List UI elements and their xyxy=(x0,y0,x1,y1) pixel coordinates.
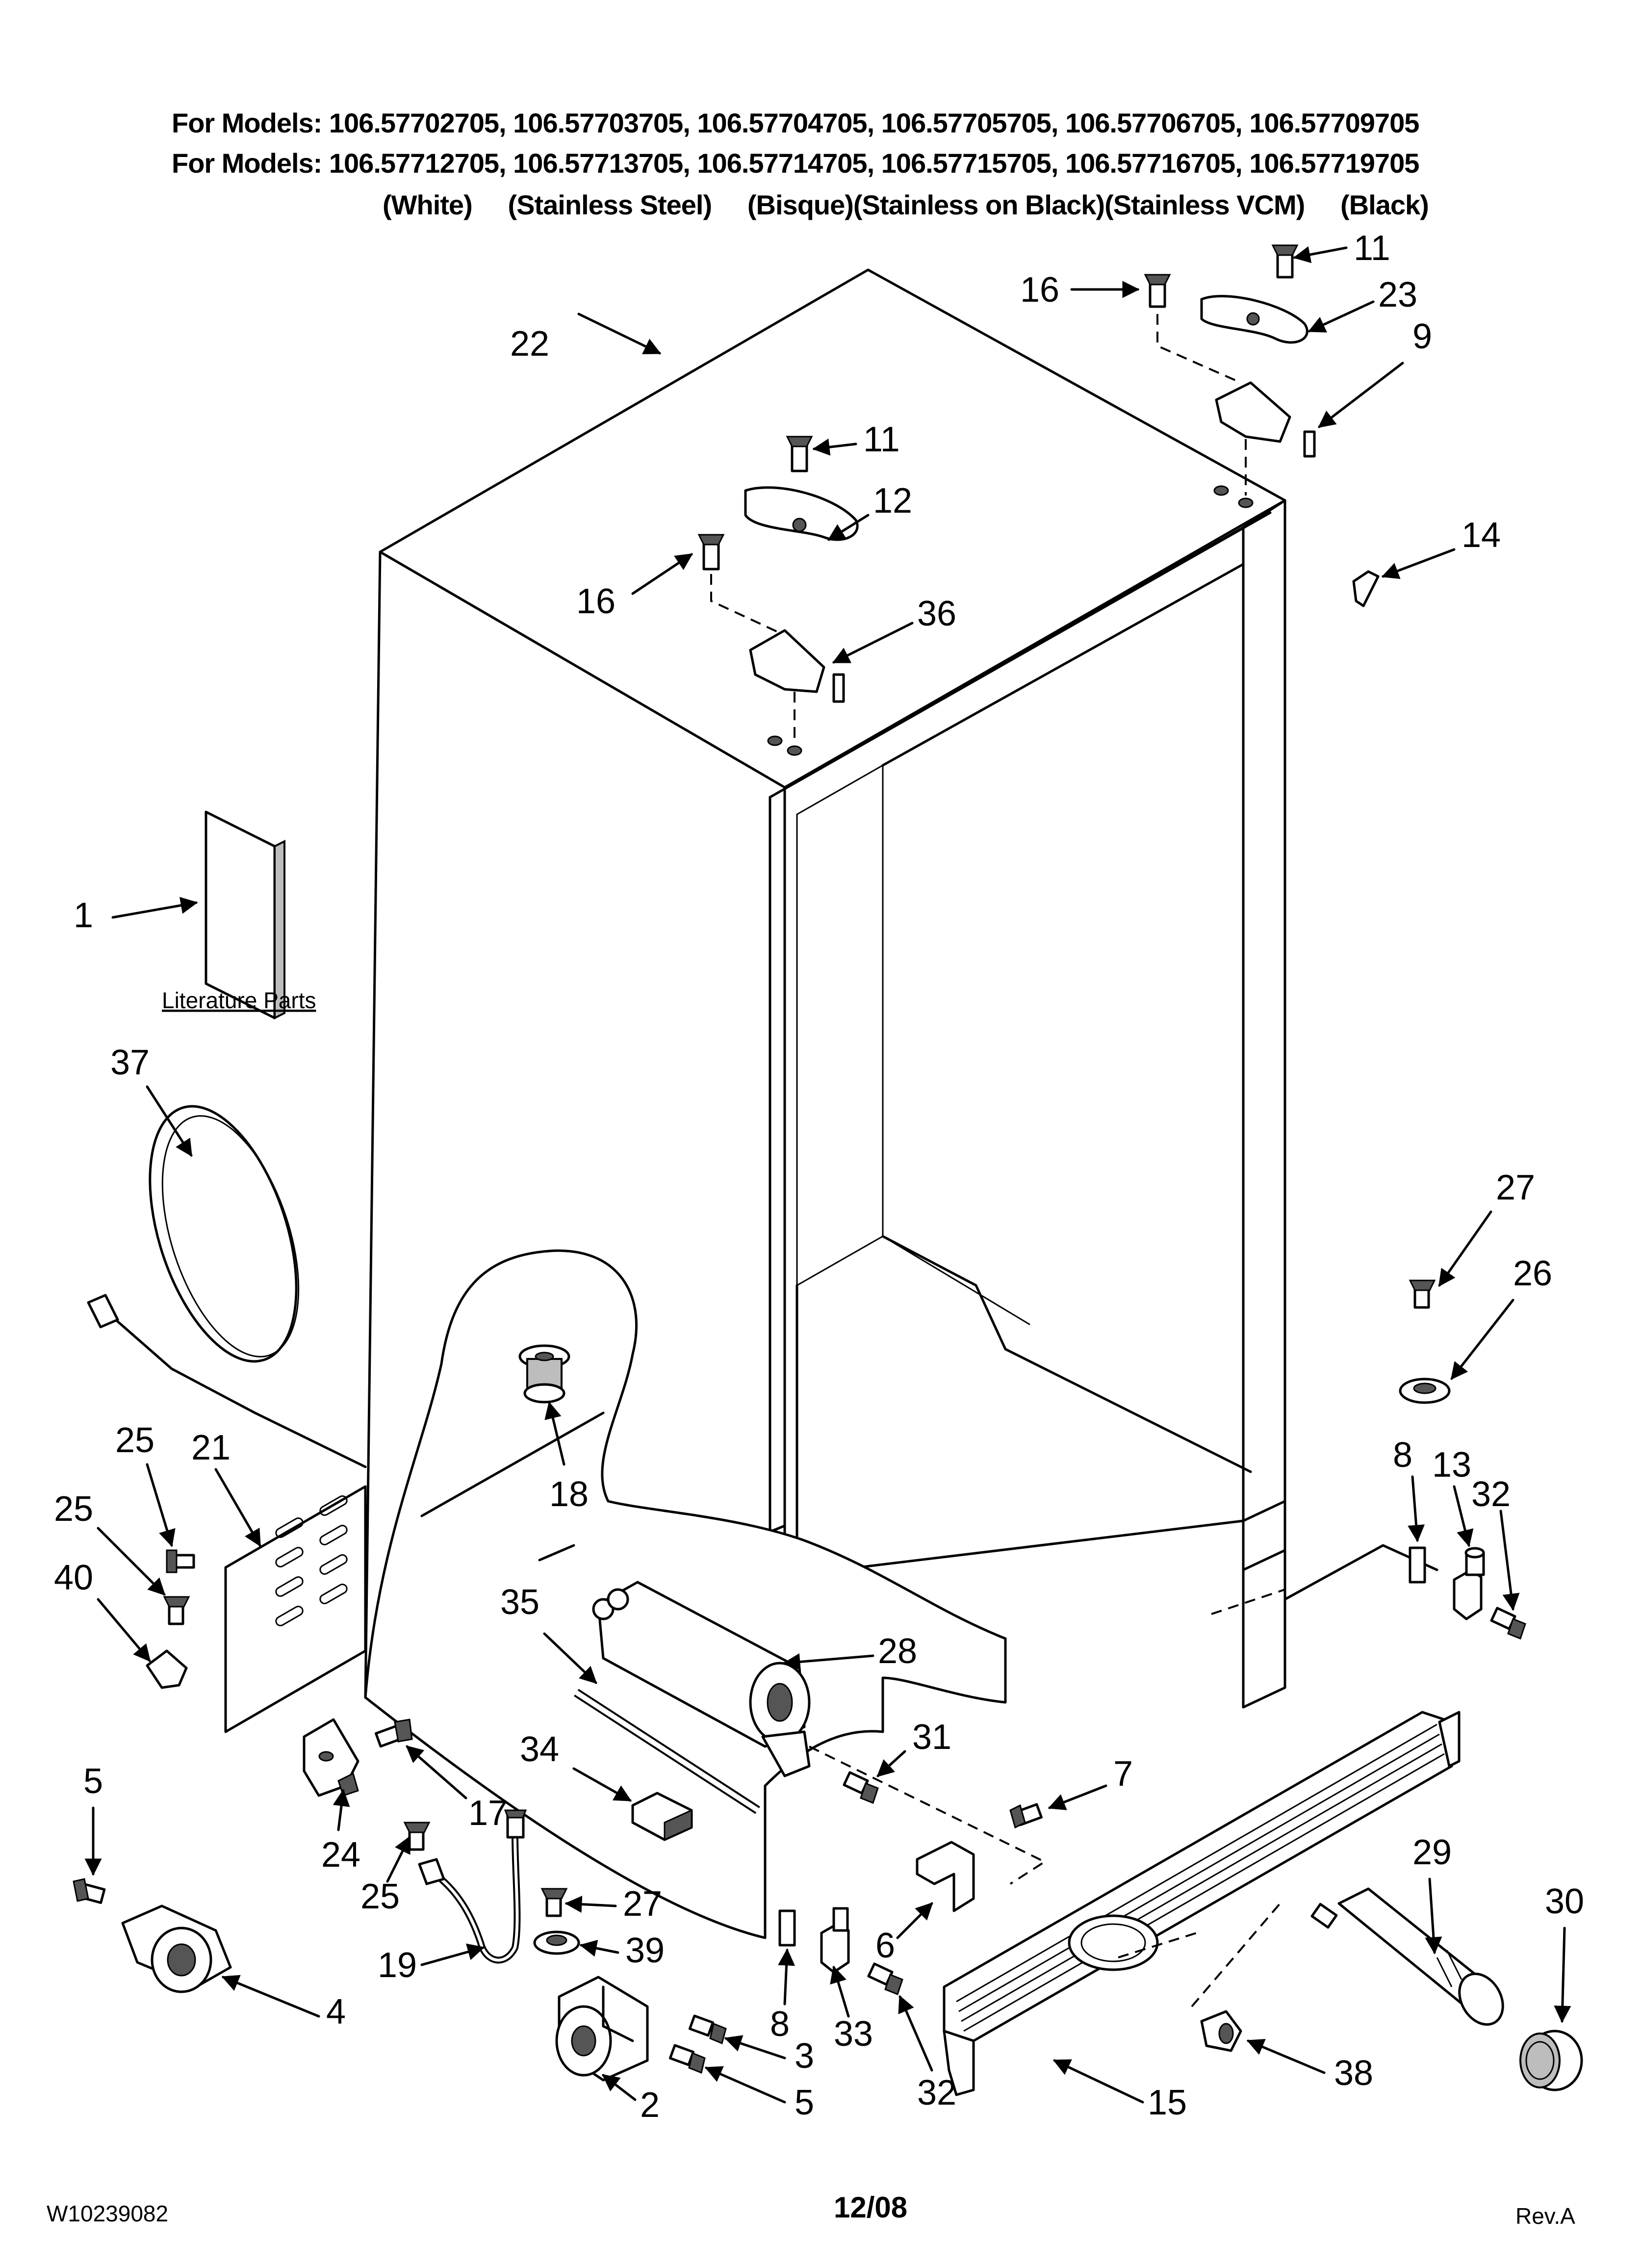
finish-colors-line: (White) (Stainless Steel) (Bisque)(Stain… xyxy=(383,189,1429,220)
callouts: 1 Literature Parts 22 16 11 23 9 11 12 1… xyxy=(54,229,1584,2125)
callout-18: 18 xyxy=(549,1475,589,1514)
callout-15: 15 xyxy=(1148,2083,1187,2122)
models-line-2: For Models: 106.57712705, 106.57713705, … xyxy=(172,148,1419,179)
floor-cutaway xyxy=(364,1249,1007,1939)
top-hinge-right xyxy=(1144,244,1316,508)
callout-38: 38 xyxy=(1334,2054,1373,2093)
callout-24: 24 xyxy=(321,1835,360,1875)
water-line xyxy=(418,1809,527,1964)
water-tubing-coil xyxy=(87,1105,367,1468)
callout-17: 17 xyxy=(468,1794,508,1833)
callout-3: 3 xyxy=(795,2036,814,2076)
callout-5-left: 5 xyxy=(83,1762,103,1801)
screw-17 xyxy=(375,1719,413,1748)
callout-23: 23 xyxy=(1378,275,1417,314)
callout-12: 12 xyxy=(873,481,912,521)
callout-31: 31 xyxy=(912,1718,951,1757)
callout-33: 33 xyxy=(834,2014,873,2054)
callout-27-right: 27 xyxy=(1496,1168,1535,1207)
callout-4: 4 xyxy=(326,1992,346,2032)
hinge-pin-lower xyxy=(778,1907,903,1995)
screw-7 xyxy=(1009,1803,1043,1829)
rear-access-panel xyxy=(224,1485,367,1733)
clip-14 xyxy=(1352,570,1380,607)
callout-28: 28 xyxy=(878,1632,917,1671)
callout-32-right: 32 xyxy=(1471,1475,1511,1514)
callout-5-lower: 5 xyxy=(795,2083,814,2122)
callout-25-b: 25 xyxy=(54,1489,93,1529)
document-number: W10239082 xyxy=(47,2201,169,2226)
callout-21: 21 xyxy=(191,1428,231,1467)
roller-screws xyxy=(668,2014,727,2074)
roller-adjust-lower xyxy=(533,1888,580,1955)
water-filter xyxy=(1118,1887,1504,2026)
roller-adjust-right xyxy=(1399,1279,1526,1640)
callout-32-lower: 32 xyxy=(917,2073,956,2112)
hinge-bracket-24 xyxy=(303,1718,359,1797)
bracket-6 xyxy=(809,1746,1047,1912)
literature-parts-label: Literature Parts xyxy=(162,988,316,1013)
callout-37: 37 xyxy=(110,1043,150,1082)
callout-40: 40 xyxy=(54,1558,93,1597)
callout-25-c: 25 xyxy=(360,1877,400,1916)
revision-date: 12/08 xyxy=(834,2191,908,2224)
tube-clip-40 xyxy=(146,1649,188,1689)
callout-6: 6 xyxy=(875,1926,895,1965)
callout-11-right: 11 xyxy=(1354,229,1390,268)
filter-bypass-cap xyxy=(1200,2010,1242,2052)
callout-13: 13 xyxy=(1432,1445,1471,1485)
callout-22: 22 xyxy=(510,324,549,364)
callout-2: 2 xyxy=(640,2086,660,2125)
base-grille xyxy=(943,1711,1461,2096)
callout-1: 1 xyxy=(74,896,93,935)
callout-8-right: 8 xyxy=(1393,1435,1412,1475)
insulation-block xyxy=(631,1792,693,1841)
literature-parts xyxy=(205,810,285,1020)
callout-30: 30 xyxy=(1545,1882,1584,1921)
callout-36: 36 xyxy=(917,594,956,633)
callout-29: 29 xyxy=(1412,1833,1452,1872)
callout-27-lower: 27 xyxy=(623,1884,662,1924)
callout-26: 26 xyxy=(1513,1254,1552,1293)
callout-16-right: 16 xyxy=(1020,270,1059,310)
callout-25-a: 25 xyxy=(115,1421,154,1460)
callout-9: 9 xyxy=(1412,317,1432,356)
revision-label: Rev.A xyxy=(1515,2203,1575,2229)
callout-35: 35 xyxy=(500,1583,539,1622)
drain-cup xyxy=(518,1344,570,1404)
callout-14: 14 xyxy=(1462,516,1501,555)
callout-16-center: 16 xyxy=(576,582,616,621)
panel-screws xyxy=(163,1549,195,1625)
filter-cap xyxy=(1519,2030,1583,2091)
models-line-1: For Models: 106.57702705, 106.57703705, … xyxy=(172,107,1419,138)
callout-34: 34 xyxy=(520,1730,559,1769)
screw-25-lower xyxy=(403,1822,431,1851)
callout-11-center: 11 xyxy=(863,420,900,459)
front-roller-left xyxy=(73,1878,232,1993)
fill-tube-highlight xyxy=(575,1690,759,1813)
front-roller-right xyxy=(555,1976,649,2082)
callout-39: 39 xyxy=(625,1931,665,1970)
callout-8-lower: 8 xyxy=(770,2005,790,2044)
callout-19: 19 xyxy=(378,1946,417,1985)
water-valve-assembly xyxy=(592,1581,811,1777)
screw-31 xyxy=(843,1771,879,1804)
callout-7: 7 xyxy=(1113,1754,1133,1794)
